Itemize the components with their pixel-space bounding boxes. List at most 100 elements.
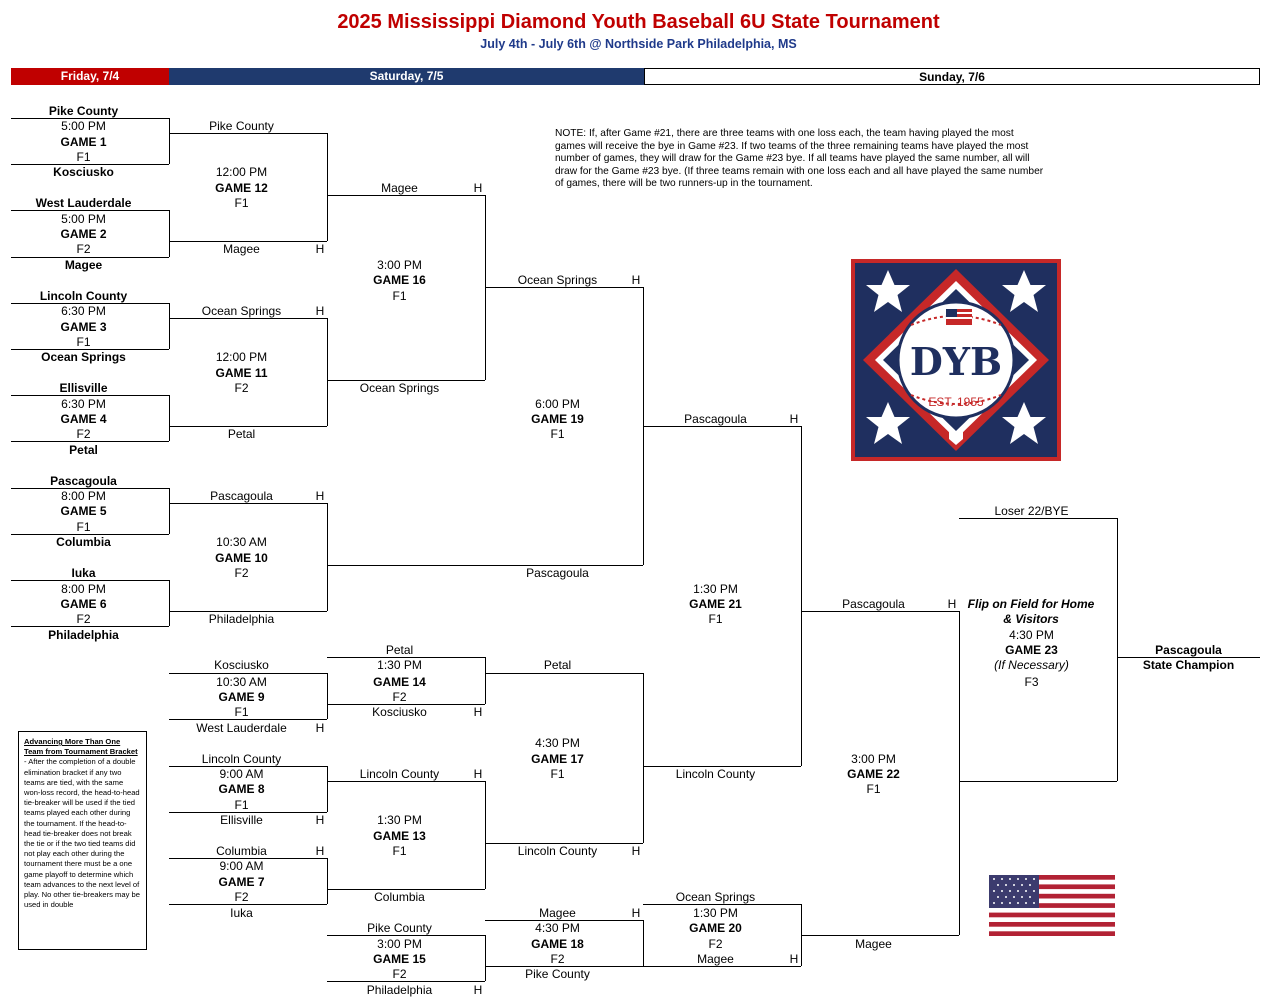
team-label: Petal <box>227 427 256 441</box>
champion-label: State Champion <box>1142 658 1235 672</box>
home-marker: H <box>631 906 641 920</box>
bracket-line <box>485 781 486 889</box>
team-label: Lincoln County <box>675 767 756 781</box>
bracket-line <box>959 518 1117 519</box>
bracket-line <box>169 719 327 720</box>
bracket-line <box>11 534 169 535</box>
bracket-line <box>485 843 643 844</box>
game-field: F1 <box>550 427 565 441</box>
home-marker: H <box>789 412 799 426</box>
game-time: 1:30 PM <box>377 658 422 672</box>
team-label: Magee <box>855 937 892 951</box>
game-field: F1 <box>550 767 565 781</box>
game-field: F2 <box>234 890 249 904</box>
home-marker: H <box>473 181 483 195</box>
team-label: Philadelphia <box>48 628 119 642</box>
team-label: Columbia <box>216 844 267 858</box>
game-field: F2 <box>708 937 723 951</box>
flip-note: Flip on Field for Home & Visitors <box>967 597 1095 626</box>
home-marker: H <box>315 242 325 256</box>
game-field: F1 <box>392 844 407 858</box>
bracket-line <box>11 395 169 396</box>
bracket-line <box>11 441 169 442</box>
game-time: 3:00 PM <box>851 752 896 766</box>
game-field: F1 <box>708 612 723 626</box>
bracket-line <box>801 611 959 612</box>
team-label: Magee <box>64 258 103 272</box>
game-field: F1 <box>234 798 249 812</box>
game-number: GAME 6 <box>60 597 107 611</box>
bracket-line <box>169 673 327 674</box>
tiebreak-note: NOTE: If, after Game #21, there are thre… <box>555 128 1044 190</box>
team-label: Ocean Springs <box>675 890 756 904</box>
game-field: F2 <box>76 242 91 256</box>
game-number: GAME 3 <box>60 320 107 334</box>
bracket-line <box>643 426 801 427</box>
bracket-line <box>1117 518 1118 781</box>
rules-title: Advancing More Than One Team from Tourna… <box>24 737 138 757</box>
home-marker: H <box>315 721 325 735</box>
game-number: GAME 10 <box>215 551 268 565</box>
team-label: Lincoln County <box>39 289 128 303</box>
bracket-line <box>169 426 327 427</box>
if-necessary-note: (If Necessary) <box>994 658 1069 672</box>
bracket-line <box>801 426 802 766</box>
team-label: Philadelphia <box>208 612 275 626</box>
bracket-line <box>169 241 327 242</box>
team-label: Ocean Springs <box>41 350 126 364</box>
bracket-line <box>11 580 169 581</box>
bracket-line <box>327 380 485 381</box>
team-label: West Lauderdale <box>35 196 132 210</box>
home-marker: H <box>473 705 483 719</box>
home-marker: H <box>473 767 483 781</box>
game-field: F2 <box>234 381 249 395</box>
game-field: F1 <box>234 196 249 210</box>
game-time: 9:00 AM <box>219 767 264 781</box>
bracket-line <box>485 966 643 967</box>
game-field: F1 <box>76 335 91 349</box>
game-number: GAME 12 <box>215 181 268 195</box>
bracket-line <box>485 935 486 981</box>
game-number: GAME 4 <box>60 412 107 426</box>
team-label: Kosciusko <box>214 658 269 672</box>
rules-body: - After the completion of a double elimi… <box>24 757 140 910</box>
game-time: 5:00 PM <box>61 212 106 226</box>
bracket-line <box>169 812 327 813</box>
team-label: Magee <box>539 906 576 920</box>
team-label: Petal <box>385 643 414 657</box>
bracket-line <box>643 673 644 843</box>
bracket-line <box>327 858 328 904</box>
team-label: Pascagoula <box>684 412 747 426</box>
bracket-line <box>169 858 327 859</box>
game-number: GAME 11 <box>215 366 268 380</box>
team-label: Pascagoula <box>526 566 589 580</box>
home-marker: H <box>473 983 483 997</box>
game-time: 1:30 PM <box>693 906 738 920</box>
home-marker: H <box>947 597 957 611</box>
game-number: GAME 9 <box>218 690 265 704</box>
game-number: GAME 13 <box>373 829 426 843</box>
game-time: 6:30 PM <box>61 397 106 411</box>
game-time: 3:00 PM <box>377 258 422 272</box>
bracket-line <box>485 920 643 921</box>
bracket-line <box>11 303 169 304</box>
bracket-line <box>11 257 169 258</box>
home-marker: H <box>789 952 799 966</box>
game-field: F2 <box>234 566 249 580</box>
bracket-line <box>327 657 485 658</box>
team-label: Columbia <box>56 535 111 549</box>
home-marker: H <box>315 813 325 827</box>
game-field: F1 <box>866 782 881 796</box>
game-number: GAME 8 <box>218 782 265 796</box>
bracket-line <box>1117 657 1260 658</box>
day-header-sunday: Sunday, 7/6 <box>644 68 1260 85</box>
game-field: F2 <box>76 612 91 626</box>
bracket-line <box>169 611 327 612</box>
team-label: Pike County <box>367 921 432 935</box>
game-time: 4:30 PM <box>535 736 580 750</box>
home-marker: H <box>315 304 325 318</box>
game-time: 6:00 PM <box>535 397 580 411</box>
team-label: Ocean Springs <box>201 304 282 318</box>
game-time: 4:30 PM <box>1009 628 1054 642</box>
bracket-line <box>327 766 328 812</box>
